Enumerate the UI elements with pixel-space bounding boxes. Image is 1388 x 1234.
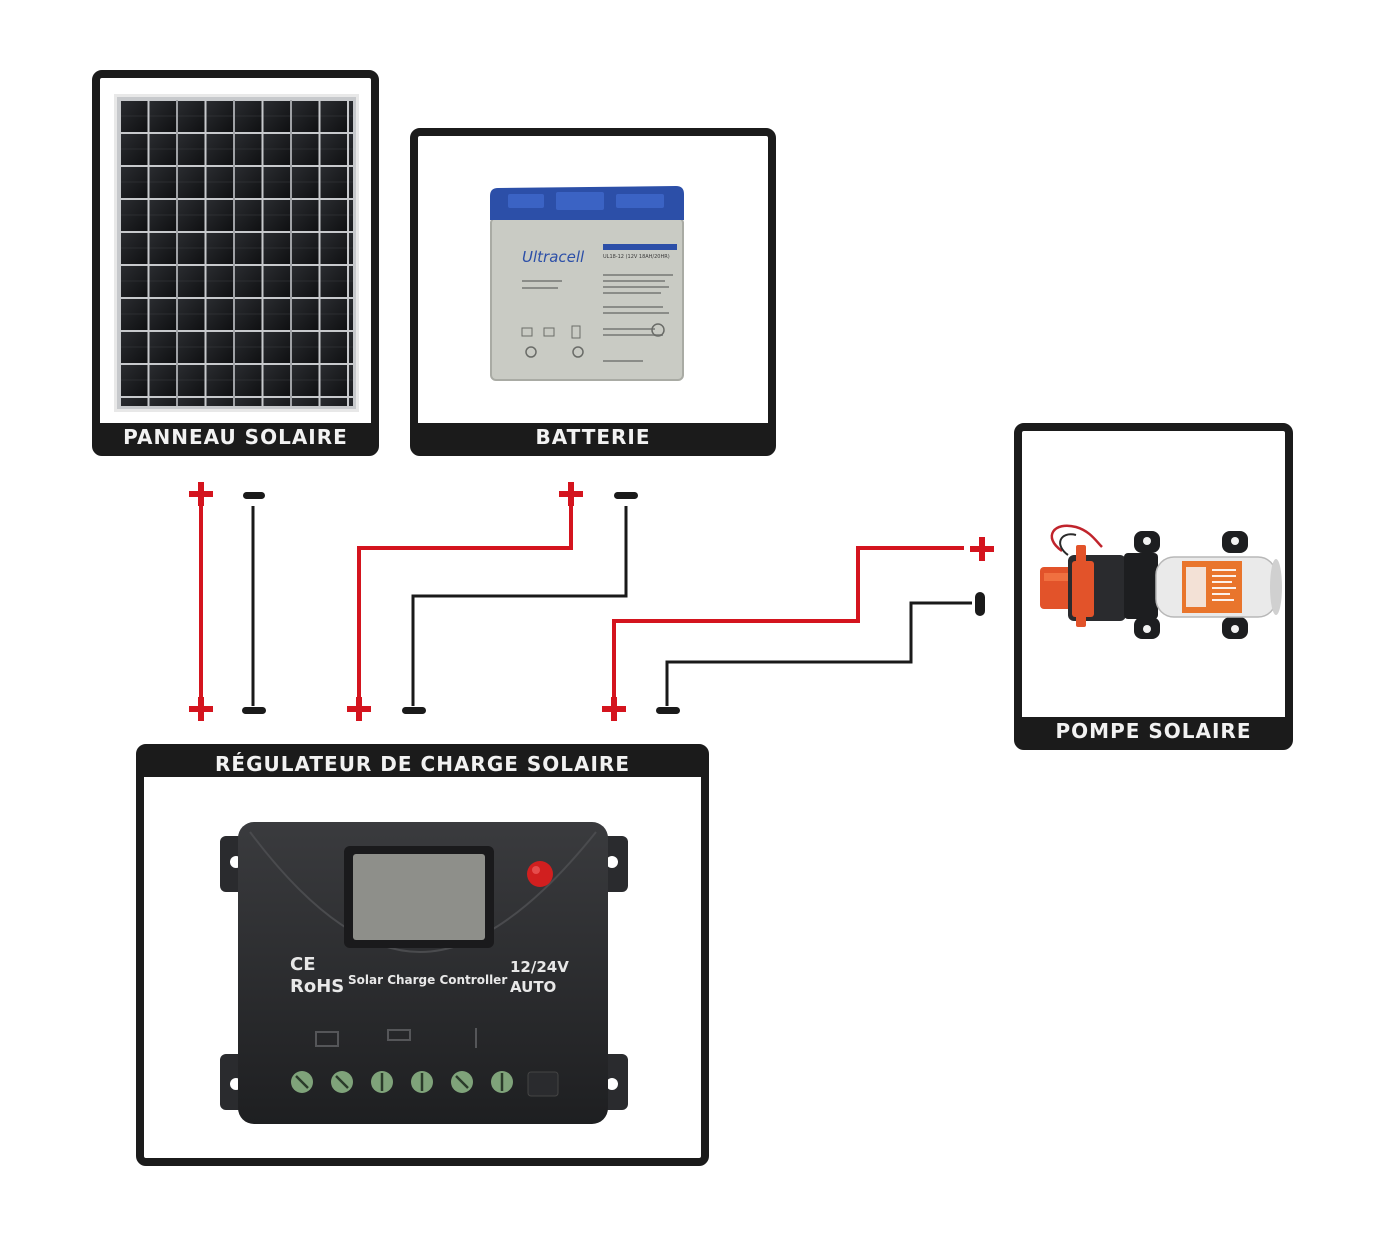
minus-sign-icon bbox=[402, 707, 426, 714]
controller-voltage: 12/24V bbox=[510, 958, 569, 976]
plus-sign-icon bbox=[970, 537, 994, 561]
solar-panel-image bbox=[114, 94, 359, 412]
controller-mode: AUTO bbox=[510, 978, 556, 996]
charge-controller-card: RÉGULATEUR DE CHARGE SOLAIRE CE RoHS Sol… bbox=[136, 744, 709, 1166]
charge-controller-image: CE RoHS Solar Charge Controller 12/24V A… bbox=[220, 822, 628, 1124]
terminal-screws bbox=[291, 1071, 513, 1093]
plus-sign-icon bbox=[189, 482, 213, 506]
minus-sign-icon bbox=[242, 707, 266, 714]
controller-model-text: Solar Charge Controller bbox=[348, 973, 507, 987]
minus-sign-icon bbox=[656, 707, 680, 714]
plus-sign-icon bbox=[347, 697, 371, 721]
solar-panel-label: PANNEAU SOLAIRE bbox=[99, 423, 372, 450]
battery-card: Ultracell UL18-12 (12V 18AH/20HR) BATTER… bbox=[410, 128, 776, 456]
battery-model: UL18-12 (12V 18AH/20HR) bbox=[603, 254, 670, 260]
charge-controller-label: RÉGULATEUR DE CHARGE SOLAIRE bbox=[143, 750, 702, 777]
minus-sign-icon bbox=[614, 492, 638, 499]
pump-label: POMPE SOLAIRE bbox=[1021, 717, 1286, 744]
pump-negative-wire bbox=[665, 601, 972, 706]
minus-sign-icon bbox=[975, 592, 985, 616]
plus-sign-icon bbox=[559, 482, 583, 506]
pump-card: POMPE SOLAIRE bbox=[1014, 423, 1293, 750]
plus-sign-icon bbox=[602, 697, 626, 721]
battery-brand: Ultracell bbox=[522, 248, 585, 266]
minus-sign-icon bbox=[243, 492, 265, 499]
battery-positive-wire bbox=[357, 500, 573, 706]
solar-panel-card: PANNEAU SOLAIRE bbox=[92, 70, 379, 456]
plus-sign-icon bbox=[189, 697, 213, 721]
battery-label: BATTERIE bbox=[417, 423, 769, 450]
battery-negative-wire bbox=[411, 506, 628, 706]
battery-image: Ultracell UL18-12 (12V 18AH/20HR) bbox=[490, 186, 684, 381]
rohs-mark: RoHS bbox=[290, 976, 344, 997]
pump-image bbox=[1040, 524, 1282, 639]
ce-mark: CE bbox=[290, 954, 316, 975]
pump-positive-wire bbox=[612, 546, 964, 706]
